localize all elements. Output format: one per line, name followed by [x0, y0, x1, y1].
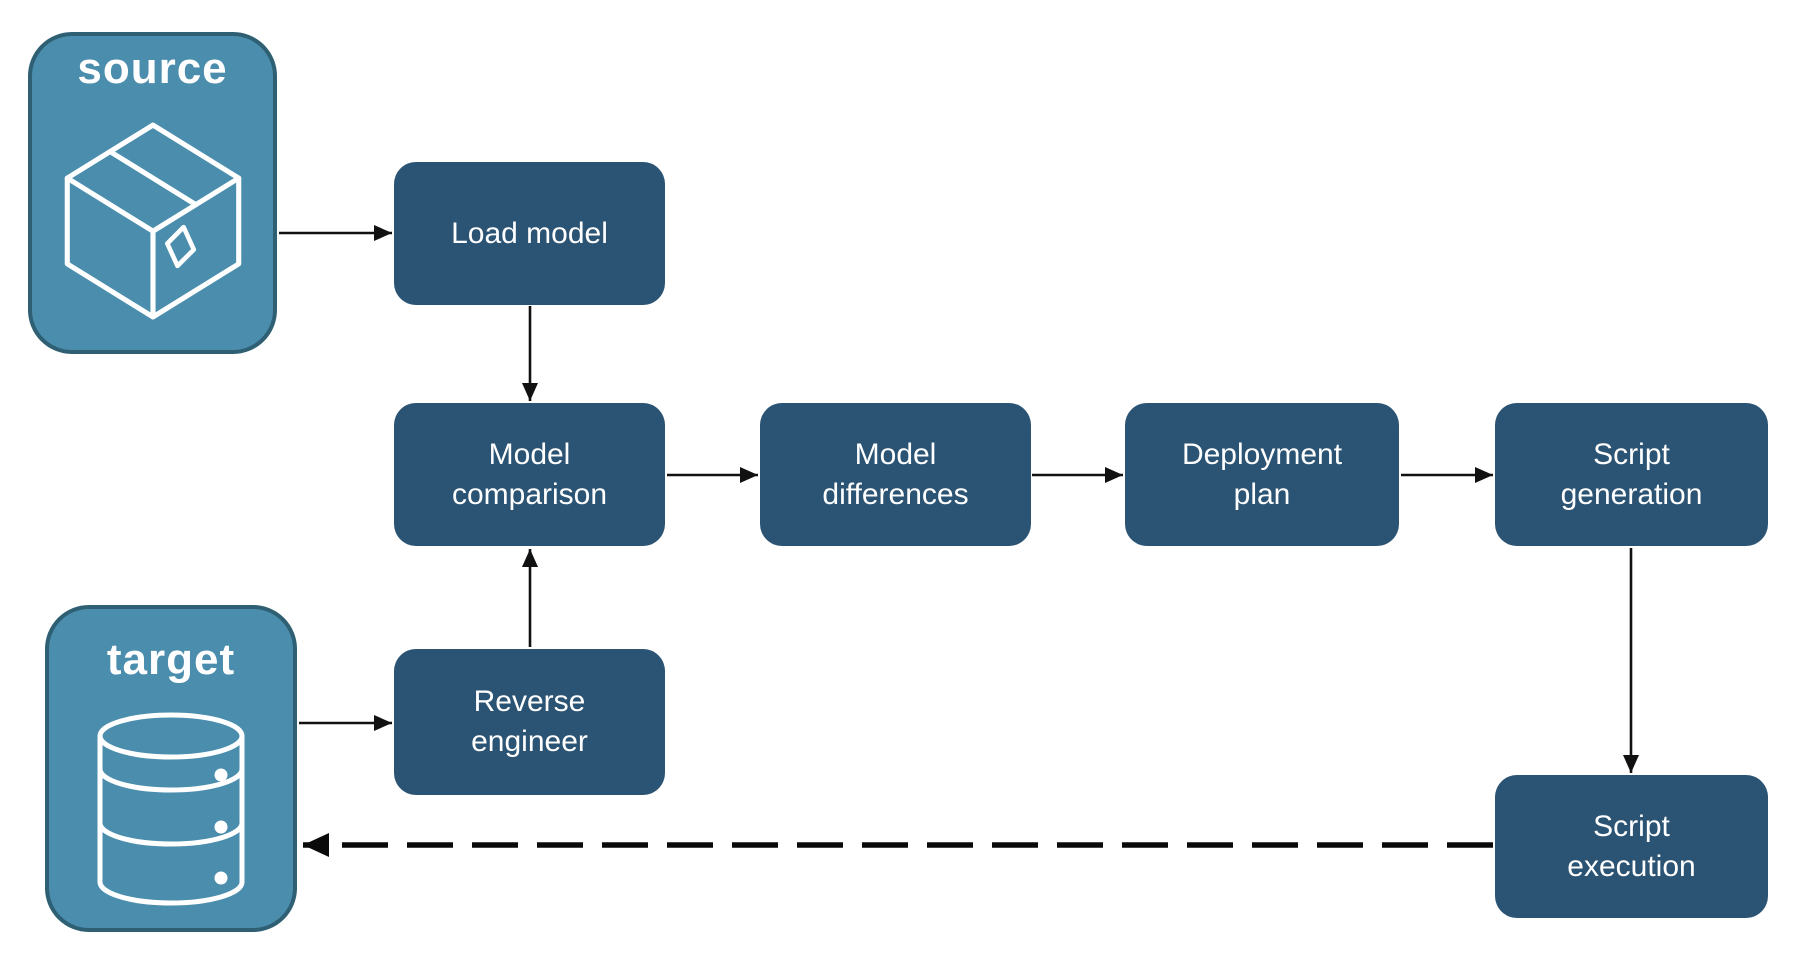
node-reverse-engineer: Reverse engineer: [394, 649, 665, 795]
node-model-comparison: Model comparison: [394, 403, 665, 546]
database-icon: [96, 712, 246, 913]
node-label: Load model: [451, 216, 608, 250]
target-label: target: [106, 635, 236, 684]
node-label: plan: [1233, 477, 1291, 511]
target-endpoint: target: [45, 605, 297, 932]
node-label: engineer: [471, 725, 588, 758]
node-label: Script: [1593, 809, 1670, 843]
node-label: comparison: [451, 477, 608, 511]
node-label: execution: [1567, 849, 1696, 883]
node-label: Deployment: [1181, 437, 1343, 471]
node-deployment-plan: Deployment plan: [1125, 403, 1399, 546]
node-script-generation: Script generation: [1495, 403, 1768, 546]
source-label: source: [77, 44, 228, 93]
node-label: Reverse: [473, 685, 586, 718]
node-label: Model: [488, 437, 571, 471]
node-label: differences: [822, 477, 969, 511]
node-model-differences: Model differences: [760, 403, 1031, 546]
source-endpoint: source: [28, 32, 277, 354]
node-label: generation: [1560, 477, 1703, 511]
node-load-model: Load model: [394, 162, 665, 305]
package-icon: [63, 121, 243, 326]
node-label: Script: [1593, 437, 1670, 471]
node-script-execution: Script execution: [1495, 775, 1768, 918]
node-label: Model: [854, 437, 937, 471]
